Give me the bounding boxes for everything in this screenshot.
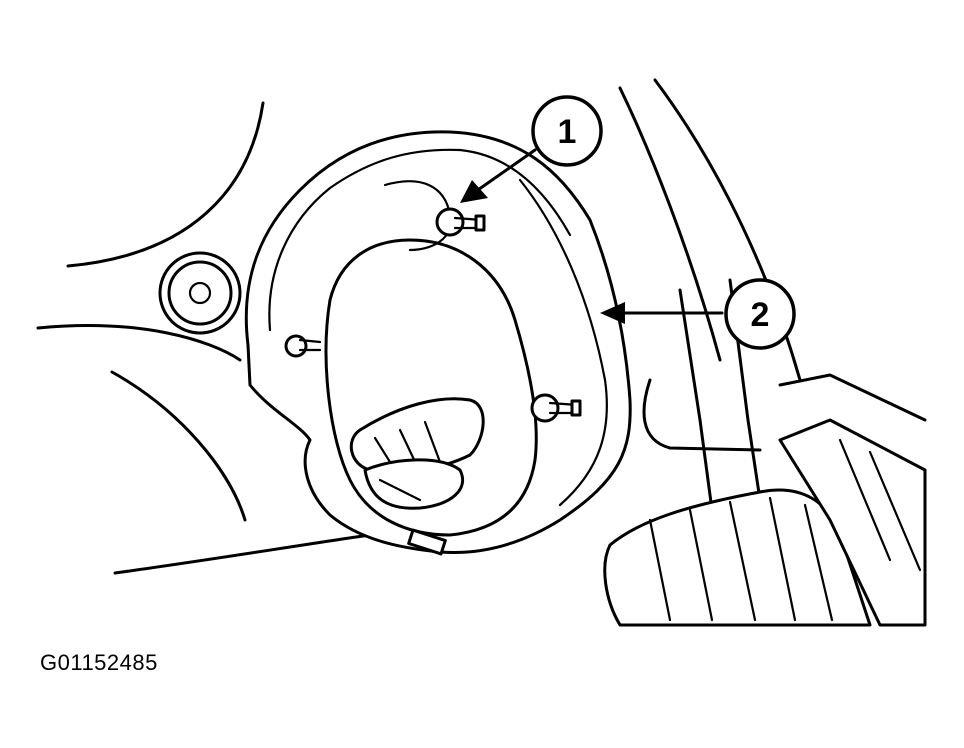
callout-2-circle <box>724 278 796 350</box>
callout-1-circle <box>531 95 603 167</box>
leader-arrow-1 <box>460 148 537 203</box>
housing <box>244 130 632 554</box>
figure-id: G01152485 <box>40 650 158 675</box>
internal-mechanism <box>349 397 485 510</box>
callout-2-label: 2 <box>751 296 770 334</box>
stud-upper <box>435 207 486 237</box>
floor-panel-lines <box>36 78 802 575</box>
callout-2: 2 <box>724 278 796 350</box>
callout-1: 1 <box>531 95 603 167</box>
studs <box>284 207 582 556</box>
stud-right <box>530 393 582 423</box>
stud-left <box>284 334 322 358</box>
callout-1-label: 1 <box>558 113 577 151</box>
pedal-assembly <box>603 278 927 627</box>
grommet <box>158 251 242 335</box>
leader-arrow-2 <box>600 302 724 324</box>
stud-bottom <box>407 528 447 556</box>
